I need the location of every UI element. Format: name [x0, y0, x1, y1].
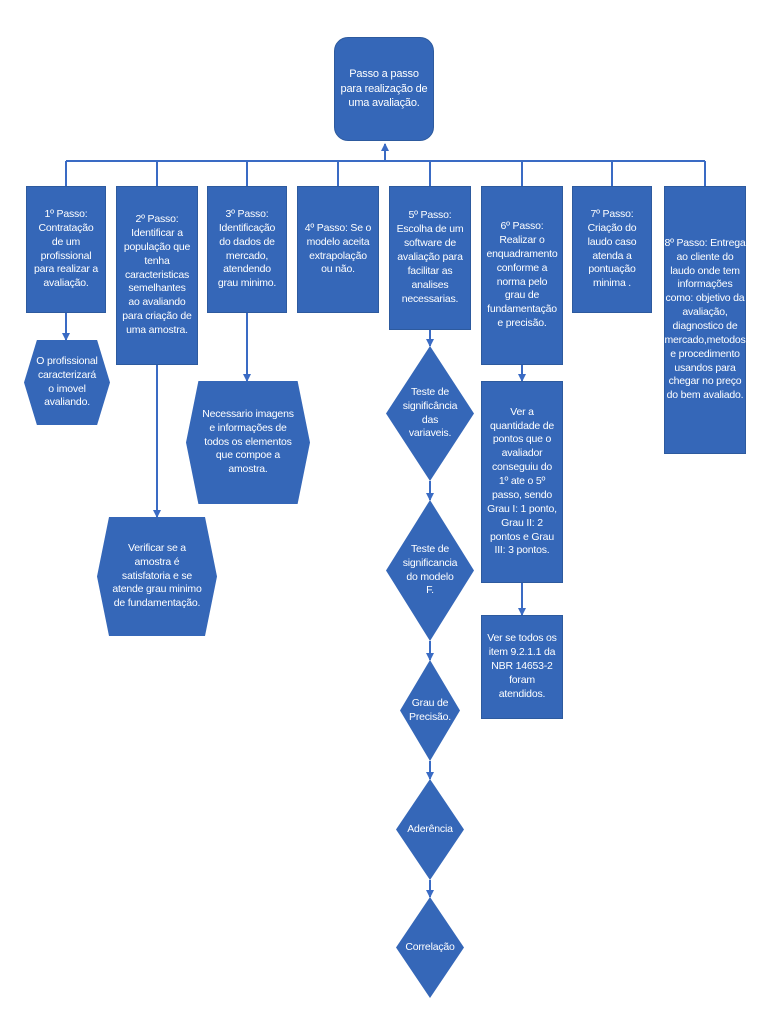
- step-3-detail-text: Necessario imagens e informações de todo…: [202, 407, 294, 476]
- step-2-box: 2º Passo: Identificar a população que te…: [116, 186, 198, 365]
- step-5-box: 5º Passo: Escolha de um software de aval…: [389, 186, 471, 330]
- step-1-detail-hexagon: O profissional caracterizará o imovel av…: [24, 340, 110, 425]
- test-2-text: Teste de significancia do modelo F.: [402, 542, 458, 597]
- test-4-text: Aderência: [407, 822, 453, 835]
- step-4-text: 4º Passo: Se o modelo aceita extrapolaçã…: [304, 221, 372, 276]
- step-6-points-text: Ver a quantidade de pontos que o avaliad…: [487, 405, 557, 557]
- title-node: Passo a passo para realização de uma ava…: [334, 37, 434, 141]
- step-1-text: 1º Passo: Contratação de um profissional…: [33, 207, 99, 290]
- step-8-text: 8º Passo: Entrega ao cliente do laudo on…: [664, 236, 746, 402]
- step-7-text: 7º Passo: Criação do laudo caso atenda a…: [587, 207, 637, 290]
- step-2-text: 2º Passo: Identificar a população que te…: [122, 213, 192, 336]
- step-2-detail-hexagon: Verificar se a amostra é satisfatoria e …: [97, 517, 217, 636]
- step-3-detail-hexagon: Necessario imagens e informações de todo…: [186, 381, 310, 504]
- title-text: Passo a passo para realização de uma ava…: [340, 68, 428, 110]
- step-1-detail-text: O profissional caracterizará o imovel av…: [36, 354, 98, 409]
- step-3-box: 3º Passo: Identificação do dados de merc…: [207, 186, 287, 313]
- step-6-points-box: Ver a quantidade de pontos que o avaliad…: [481, 381, 563, 583]
- test-5-text: Correlação: [405, 940, 455, 953]
- step-6-nbr-text: Ver se todos os item 9.2.1.1 da NBR 1465…: [487, 632, 557, 700]
- step-8-box: 8º Passo: Entrega ao cliente do laudo on…: [664, 186, 746, 454]
- step-6-box: 6º Passo: Realizar o enquadramento confo…: [481, 186, 563, 365]
- step-7-box: 7º Passo: Criação do laudo caso atenda a…: [572, 186, 652, 313]
- step-1-box: 1º Passo: Contratação de um profissional…: [26, 186, 106, 313]
- step-6-text: 6º Passo: Realizar o enquadramento confo…: [486, 220, 558, 330]
- test-1-text: Teste de significância das variaveis.: [402, 385, 458, 440]
- step-4-box: 4º Passo: Se o modelo aceita extrapolaçã…: [297, 186, 379, 313]
- step-2-detail-text: Verificar se a amostra é satisfatoria e …: [112, 541, 202, 610]
- step-6-nbr-box: Ver se todos os item 9.2.1.1 da NBR 1465…: [481, 615, 563, 719]
- step-5-text: 5º Passo: Escolha de um software de aval…: [396, 209, 464, 305]
- step-3-text: 3º Passo: Identificação do dados de merc…: [217, 207, 277, 290]
- test-3-text: Grau de Precisão.: [409, 696, 451, 723]
